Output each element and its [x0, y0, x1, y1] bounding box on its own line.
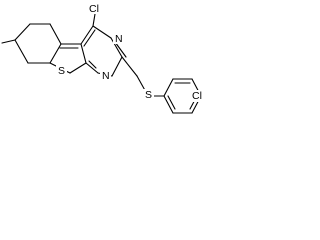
bond-pyr-f2	[88, 60, 97, 69]
atom-cl-right: Cl	[192, 90, 202, 102]
bond-pyr-a	[80, 25, 94, 45]
bond-pyr-c	[110, 37, 123, 58]
bond-ph-f2	[167, 95, 176, 110]
atom-s-ring: S	[58, 65, 65, 77]
atom-s-link: S	[145, 89, 152, 101]
bond-lines	[1, 13, 207, 114]
bond-ph-f	[163, 95, 174, 114]
bond-pyr-a2	[83, 29, 96, 47]
bond-ring-d	[49, 43, 62, 64]
atom-labels: Cl N N S S Cl	[56, 2, 207, 102]
bond-pyr-b	[92, 25, 112, 39]
bond-ph-a	[163, 78, 174, 97]
bond-pyr-d	[111, 56, 123, 77]
bond-thio-b	[80, 43, 87, 64]
atom-cl-top: Cl	[89, 3, 99, 15]
bond-ring-c	[49, 23, 62, 45]
bond-methyl	[1, 39, 16, 44]
bond-thio-c	[69, 62, 87, 74]
bond-ring-f	[14, 39, 29, 64]
atom-n-upper: N	[115, 33, 123, 45]
atom-n-lower: N	[102, 70, 110, 82]
bond-ch2	[121, 56, 138, 77]
bond-cl-top	[92, 13, 96, 27]
bond-ring-a	[14, 23, 31, 41]
bond-pyr-f	[85, 62, 99, 74]
chemical-structure: Cl N N S S Cl	[1, 2, 207, 114]
bond-pyr-c2	[114, 41, 127, 58]
